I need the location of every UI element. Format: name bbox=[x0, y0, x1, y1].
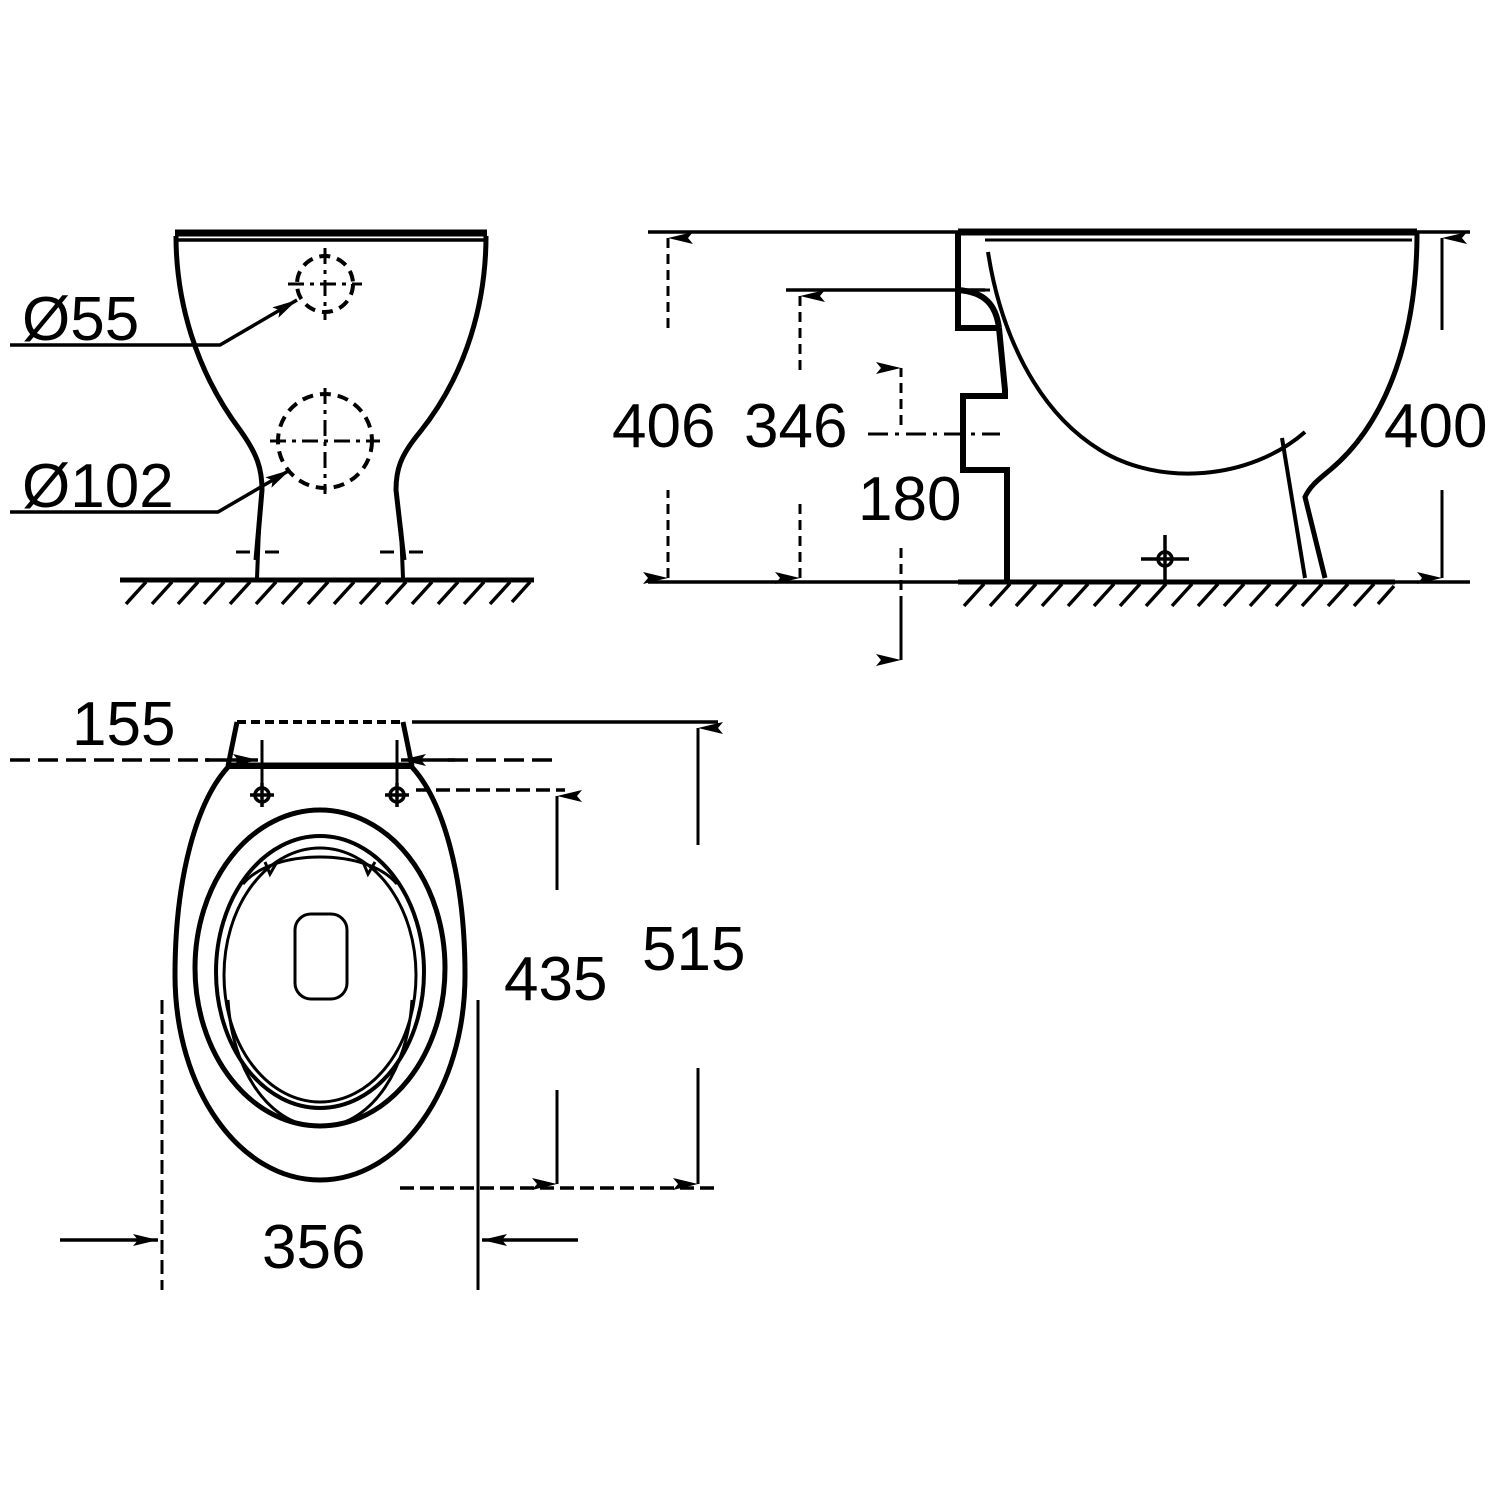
seat-lid-outline bbox=[172, 762, 468, 1183]
dim-label-356: 356 bbox=[262, 1213, 365, 1282]
rim-notch-right bbox=[361, 861, 377, 878]
dim-label-346: 346 bbox=[744, 392, 847, 461]
front-body-right-outline bbox=[393, 235, 489, 561]
side-back-stepped-profile bbox=[960, 327, 1010, 580]
rim-notch-left bbox=[263, 861, 279, 878]
rim-back-arc bbox=[241, 855, 399, 885]
dim-label-d102: Ø102 bbox=[22, 452, 174, 521]
seat-ring-inner bbox=[214, 834, 426, 1110]
seat-fixing-hole-right bbox=[385, 783, 409, 807]
front-body-left-outline bbox=[173, 235, 265, 561]
side-bowl-right-outline bbox=[1302, 232, 1420, 579]
side-view: 406 346 180 bbox=[612, 228, 1487, 666]
side-bowl-inner-curve bbox=[986, 251, 1307, 476]
side-inlet-socket bbox=[955, 290, 1000, 331]
plan-view: 155 435 515 356 bbox=[10, 690, 745, 1290]
side-pedestal-inner-line bbox=[1280, 437, 1307, 579]
front-view: Ø55 Ø102 bbox=[10, 229, 534, 606]
seat-ring-outer bbox=[192, 807, 448, 1129]
leader-line-55 bbox=[10, 298, 298, 347]
dim-label-400: 400 bbox=[1384, 392, 1487, 461]
pan-inner-arc-left bbox=[226, 999, 311, 1128]
dim-label-406: 406 bbox=[612, 392, 715, 461]
seat-fixing-hole-left bbox=[250, 783, 274, 807]
dim-label-155: 155 bbox=[72, 690, 175, 759]
dim-label-515: 515 bbox=[642, 915, 745, 984]
side-floor-centre-mark bbox=[1141, 535, 1189, 583]
sump-outline bbox=[293, 912, 349, 1001]
pan-inner-arc-right bbox=[329, 999, 414, 1128]
dim-label-435: 435 bbox=[504, 945, 607, 1014]
dim-label-d55: Ø55 bbox=[22, 285, 139, 354]
leader-line-102 bbox=[10, 468, 291, 514]
side-inlet-horn-curve bbox=[957, 287, 1002, 329]
front-floor-hatching bbox=[124, 580, 532, 606]
bowl-opening bbox=[222, 846, 418, 1104]
side-floor-hatching bbox=[962, 582, 1396, 608]
dim-label-180: 180 bbox=[858, 465, 961, 534]
